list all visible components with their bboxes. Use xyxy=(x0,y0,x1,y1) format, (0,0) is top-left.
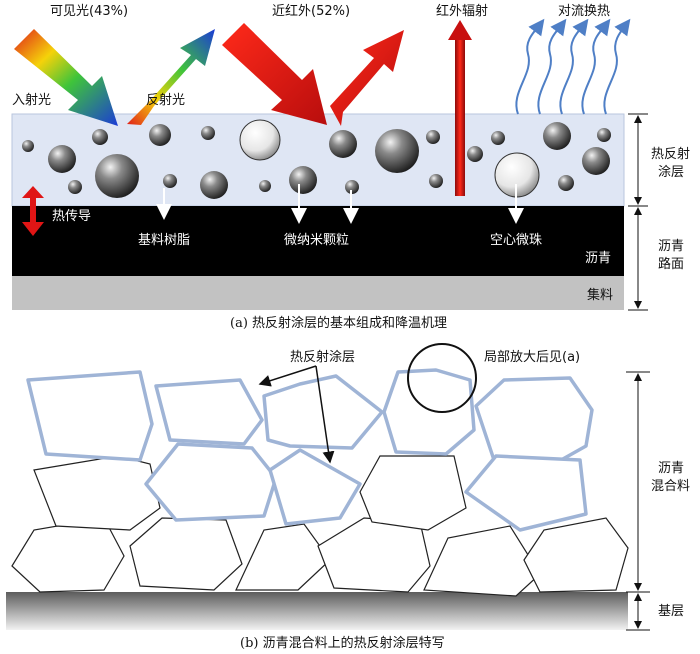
matrix-resin-label: 基料树脂 xyxy=(138,233,190,248)
reflected-light-arrow xyxy=(127,29,215,125)
near-infrared-reflected-arrow xyxy=(330,30,404,126)
coating-pointers xyxy=(258,365,335,464)
heat-conduction-arrow xyxy=(22,186,44,236)
caption-a: (a) 热反射涂层的基本组成和降温机理 xyxy=(230,315,447,331)
coated-stones xyxy=(26,368,594,532)
coating-right-label-2: 涂层 xyxy=(658,164,684,180)
pavement-right-label-2: 路面 xyxy=(658,256,684,272)
convective-heat-label: 对流换热 xyxy=(558,4,610,19)
mixture-label-2: 混合料 xyxy=(651,479,690,494)
mixture-label-1: 沥青 xyxy=(658,461,684,476)
asphalt-layer-label: 沥青 xyxy=(585,251,611,266)
base-layer xyxy=(6,592,628,630)
coating-right-label-1: 热反射 xyxy=(651,146,690,162)
infrared-radiation-arrow xyxy=(448,20,472,196)
layer-brackets-b xyxy=(626,371,650,631)
incident-light-label: 入射光 xyxy=(12,92,51,108)
incident-light-arrow xyxy=(14,29,118,126)
caption-b: (b) 沥青混合料上的热反射涂层特写 xyxy=(240,635,445,651)
near-infrared-label: 近红外(52%) xyxy=(272,3,350,19)
visible-light-label: 可见光(43%) xyxy=(50,4,128,19)
zoom-label: 局部放大后见(a) xyxy=(484,350,580,365)
reflected-light-label: 反射光 xyxy=(146,92,185,108)
component-pointers xyxy=(156,184,524,224)
aggregate-layer xyxy=(12,276,624,310)
pavement-right-label-1: 沥青 xyxy=(658,239,684,254)
coating-particles xyxy=(22,119,611,199)
zoom-circle xyxy=(407,343,477,413)
base-layer-label: 基层 xyxy=(658,604,684,619)
aggregate-label: 集料 xyxy=(587,287,613,303)
hollow-microspheres-label: 空心微珠 xyxy=(490,233,542,248)
convection-curves xyxy=(515,18,631,115)
near-infrared-incident-arrow xyxy=(222,23,327,125)
heat-conduction-label: 热传导 xyxy=(52,209,91,224)
nano-particles-label: 微纳米颗粒 xyxy=(284,233,349,248)
infrared-radiation-label: 红外辐射 xyxy=(436,3,488,19)
coating-label-b: 热反射涂层 xyxy=(290,349,355,365)
layer-brackets xyxy=(628,113,648,311)
